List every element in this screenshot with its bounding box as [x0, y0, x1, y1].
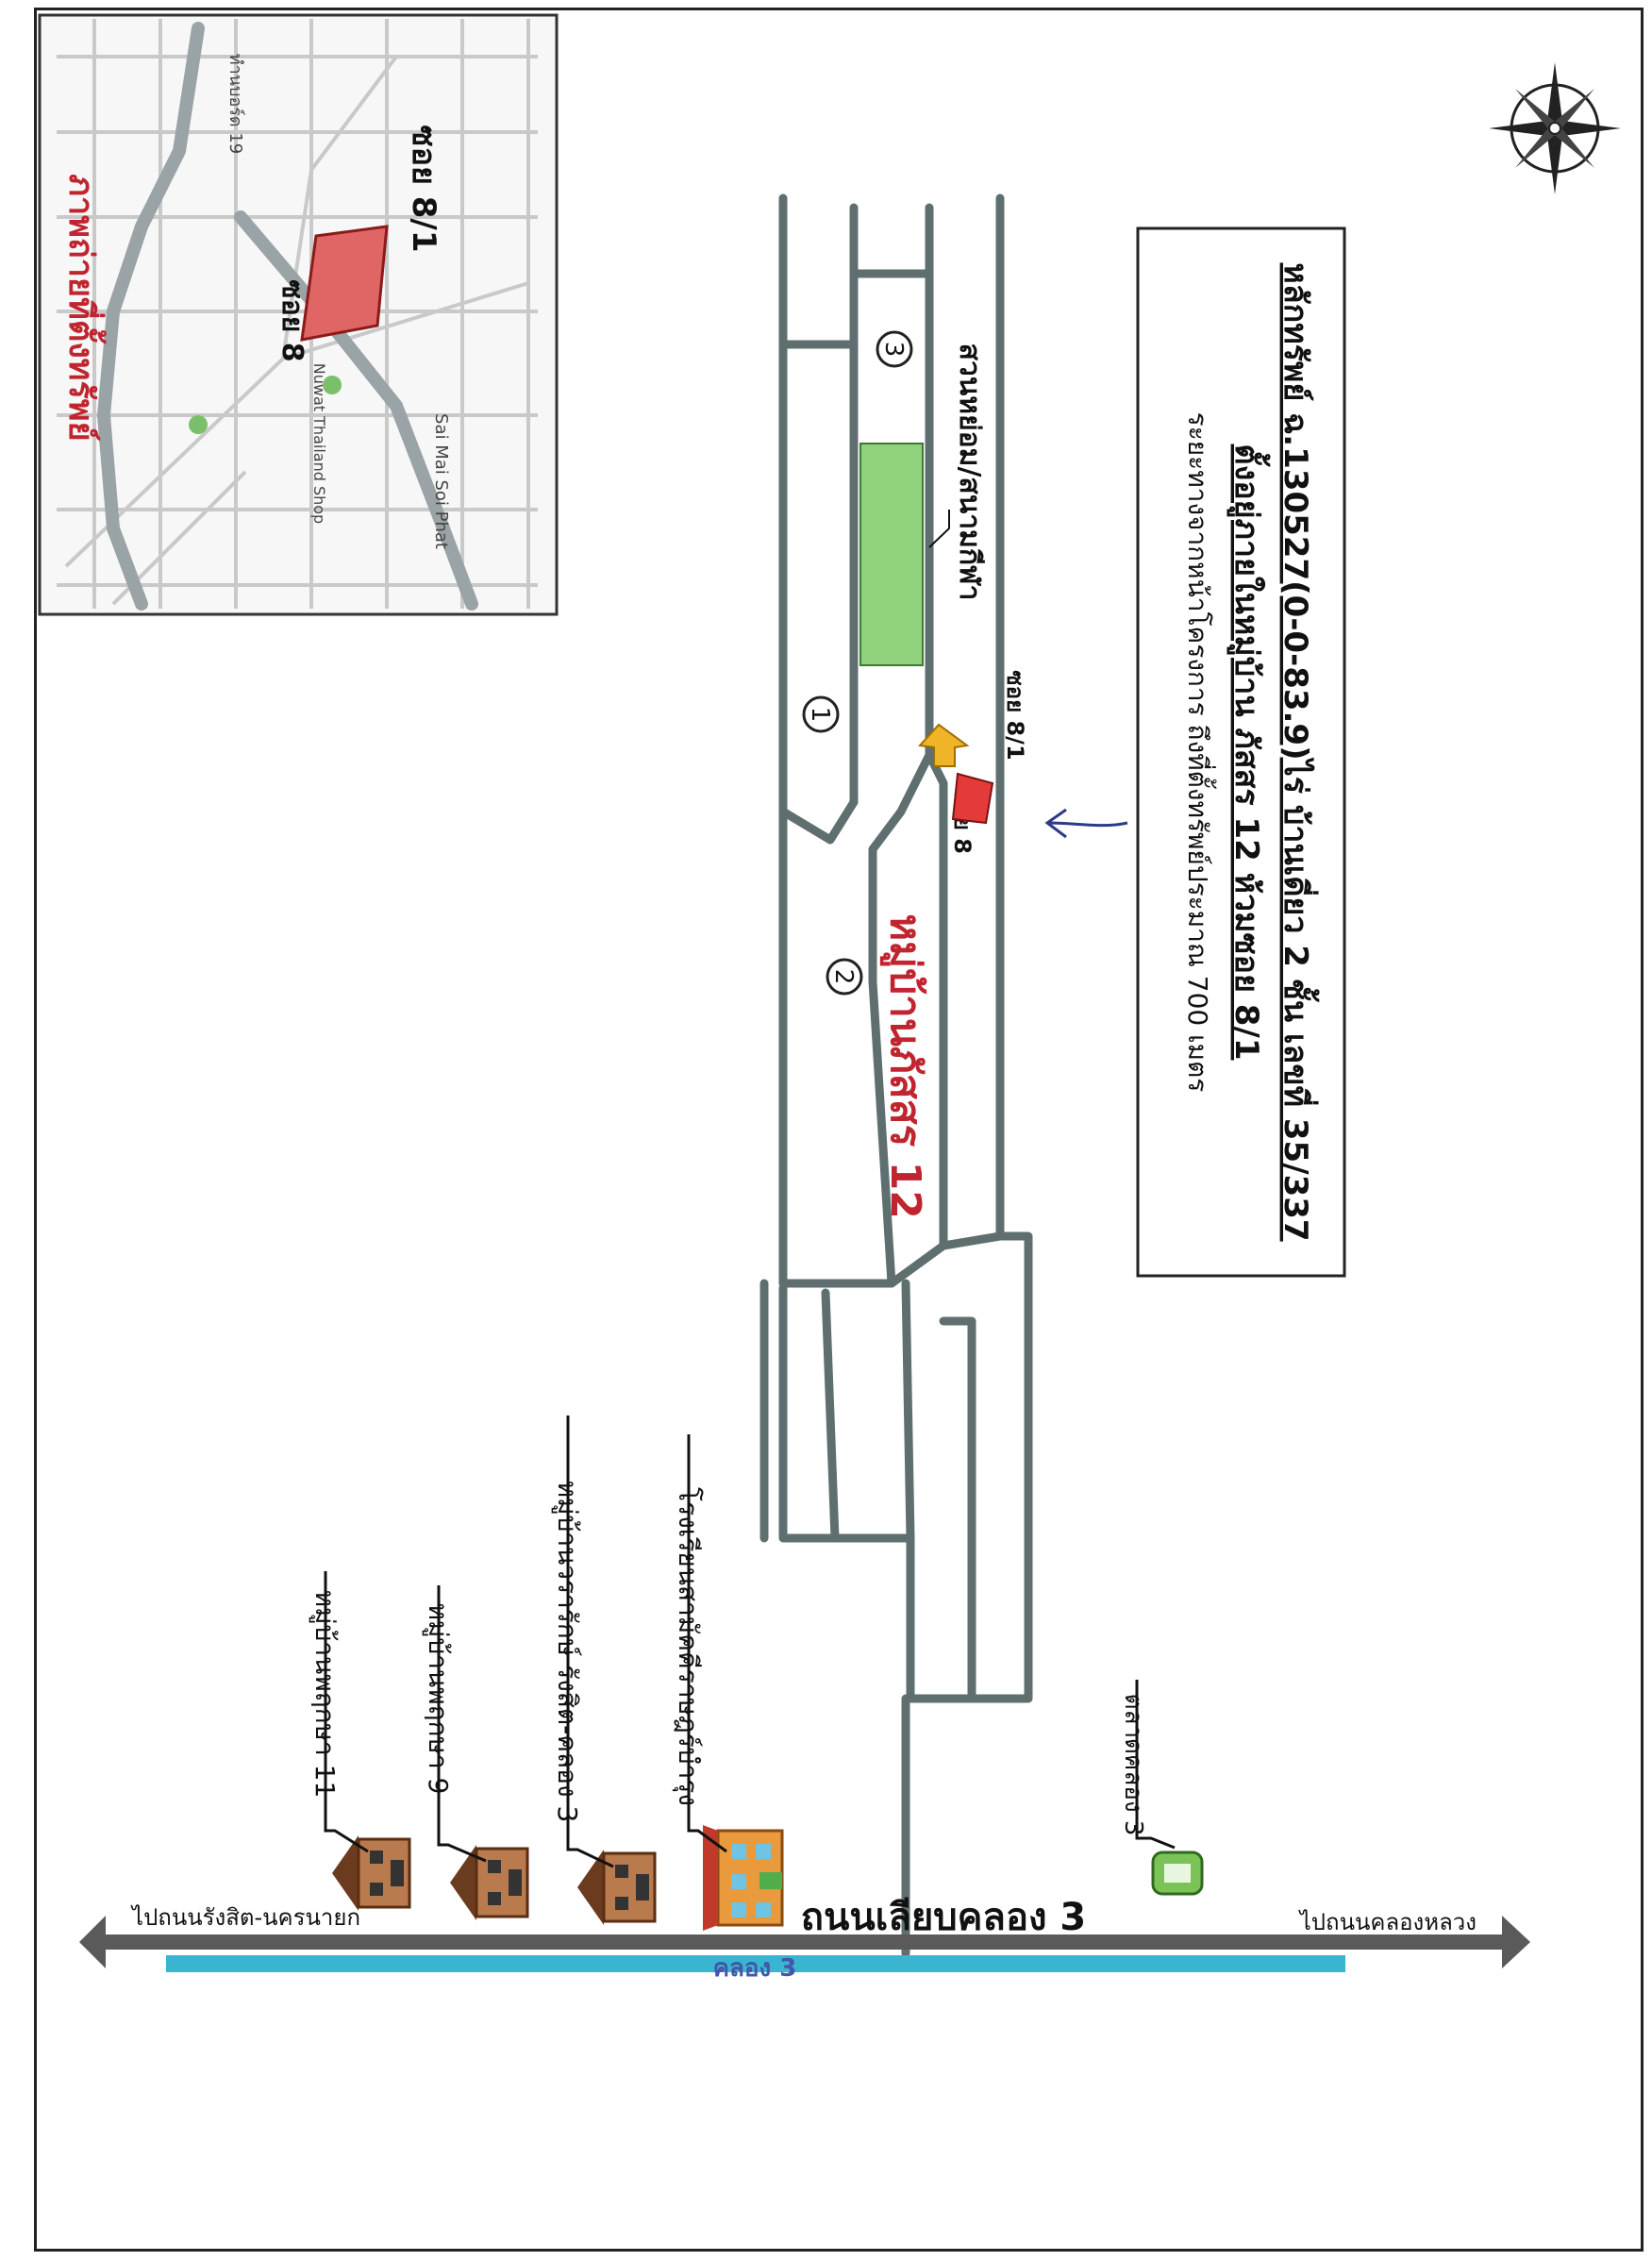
inset-poi-marker-2	[189, 415, 208, 434]
village-roads	[759, 193, 1033, 1958]
canal	[166, 1955, 1345, 1972]
house-icon	[332, 1835, 411, 1911]
circle-marker-3: 3	[876, 330, 913, 368]
property-parcel	[951, 772, 994, 825]
canal-label: คลอง 3	[713, 1954, 797, 1983]
landmark-village-b-label: หมู่บ้านพฤกษา 9	[422, 1603, 454, 1795]
inset-property-parcel	[300, 225, 389, 342]
to-left-label: ไปถนนรังสิต-นครนายก	[130, 1904, 360, 1931]
to-right-label: ไปถนนคลองหลวง	[1298, 1909, 1477, 1935]
landmark-market-label: ตลาดคลอง 3	[1119, 1694, 1147, 1836]
info-box: หลักทรัพย์ ฉ.130527(0-0-83.9)ไร่ บ้านเดี…	[1136, 226, 1346, 1278]
park-area	[859, 443, 924, 666]
landmark-school-label: โรงเรียนสามัคคีราษฎร์บำรุง	[672, 1487, 704, 1806]
market-icon	[1151, 1851, 1204, 1896]
park-label: สวนหย่อม/สนามกีฬา	[953, 343, 986, 601]
inset-road-label-left: ทำนบอร์ด 19	[225, 54, 245, 155]
inset-soi-8-label: ซอย 8	[275, 279, 309, 361]
arrow-left-icon	[79, 1916, 106, 1968]
arrow-right-icon	[1502, 1916, 1530, 1968]
compass-rose-icon	[1489, 62, 1621, 194]
inset-road-label-top: Sai Mai Soi Phat	[431, 413, 451, 549]
main-road	[79, 1916, 1530, 1968]
soi-8-1-label: ซอย 8/1	[1002, 670, 1028, 760]
house-icon	[450, 1845, 529, 1920]
svg-text:3: 3	[879, 342, 908, 358]
circle-marker-1: 1	[802, 695, 840, 733]
village-name: หมู่บ้านภัสสร 12	[880, 913, 929, 1219]
inset-map: ภาพถ่ายที่ตั้งทรัพย์ ซอย 8/1 ซอย 8 Sai M…	[38, 13, 559, 616]
svg-text:1: 1	[806, 707, 834, 723]
school-building-icon	[703, 1825, 784, 1931]
info-line-1: หลักทรัพย์ ฉ.130527(0-0-83.9)ไร่ บ้านเดี…	[1277, 262, 1320, 1241]
pointer-arrow-icon	[1044, 808, 1128, 839]
road-east-extension	[939, 1231, 1033, 1703]
location-arrow-icon	[917, 723, 970, 767]
landmark-village-a-label: หมู่บ้านวรารักษ์ รังสิต-คลอง 3	[551, 1481, 583, 1823]
inset-title: ภาพถ่ายที่ตั้งทรัพย์	[61, 174, 107, 441]
inset-roads	[96, 22, 478, 611]
svg-text:2: 2	[829, 969, 858, 985]
main-road-name: ถนนเลียบคลอง 3	[801, 1896, 1087, 1939]
inset-soi-8-1-label: ซอย 8/1	[405, 126, 442, 253]
info-line-3: ระยะทางจากหน้าโครงการ ถึงที่ตั้งทรัพย์ปร…	[1182, 412, 1217, 1093]
inset-poi-marker	[323, 376, 342, 394]
map-frame	[34, 8, 1644, 2252]
info-line-2: ตั้งอยู่ภายในหมู่บ้าน ภัสสร 12 ห้วมซอย 8…	[1226, 444, 1271, 1061]
house-icon	[577, 1850, 657, 1925]
circle-marker-2: 2	[826, 958, 863, 996]
landmark-village-c-label: หมู่บ้านพฤกษา 11	[309, 1590, 341, 1799]
inset-poi-label: Nuwat Thailand Shop	[310, 363, 328, 524]
